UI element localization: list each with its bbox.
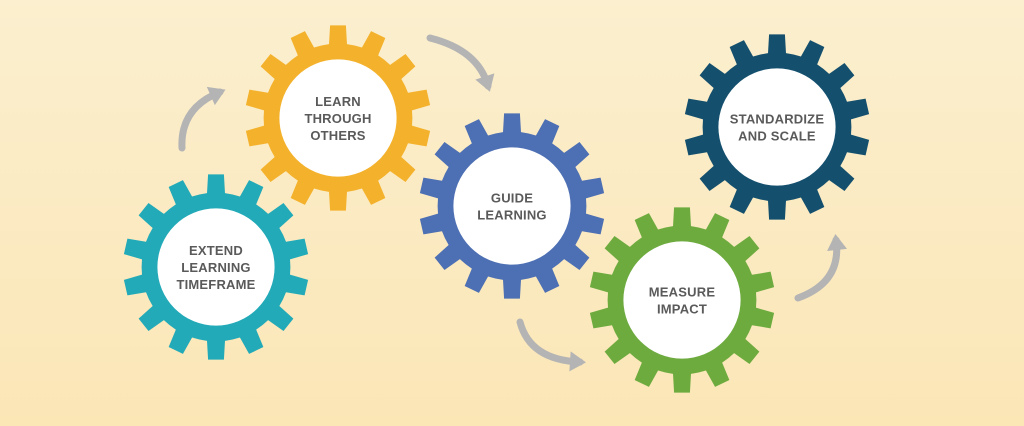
gear-label-line: THROUGH <box>304 111 371 126</box>
gear-label-line: OTHERS <box>310 128 366 143</box>
gear-center <box>718 68 836 186</box>
gear-label-line: MEASURE <box>649 285 716 300</box>
gear-label-line: LEARNING <box>181 260 251 275</box>
curved-arrow-icon <box>794 234 847 302</box>
gear-extend: EXTEND LEARNING TIMEFRAME <box>123 174 309 360</box>
arrowhead <box>206 86 226 106</box>
arrowhead <box>827 234 847 251</box>
gear-center <box>623 241 741 359</box>
gear-label-line: TIMEFRAME <box>176 277 255 292</box>
gear-guide: GUIDE LEARNING <box>419 113 605 299</box>
gear-label-line: AND SCALE <box>738 129 816 144</box>
gear-standardize: STANDARDIZE AND SCALE <box>684 34 870 220</box>
gear-label-line: IMPACT <box>657 302 707 317</box>
gear-center <box>157 208 275 326</box>
gear-center <box>453 147 571 265</box>
arrowhead <box>475 73 495 92</box>
gear-label-line: EXTEND <box>189 243 243 258</box>
arrow-layer <box>178 34 847 372</box>
gear-layer: EXTEND LEARNING TIMEFRAME LEARN THROUGH OTHER… <box>123 25 870 393</box>
gear-learn: LEARN THROUGH OTHERS <box>245 25 431 211</box>
gear-label-line: LEARNING <box>477 208 547 223</box>
gear-label-line: STANDARDIZE <box>730 112 825 127</box>
gear-label-line: GUIDE <box>491 191 533 206</box>
curved-arrow-icon <box>516 318 586 372</box>
gear-center <box>279 59 397 177</box>
arrowhead <box>569 351 586 372</box>
curved-arrow-icon <box>178 86 226 152</box>
curved-arrow-icon <box>426 34 495 92</box>
gear-measure: MEASURE IMPACT <box>589 207 775 393</box>
gear-label-line: LEARN <box>315 94 361 109</box>
